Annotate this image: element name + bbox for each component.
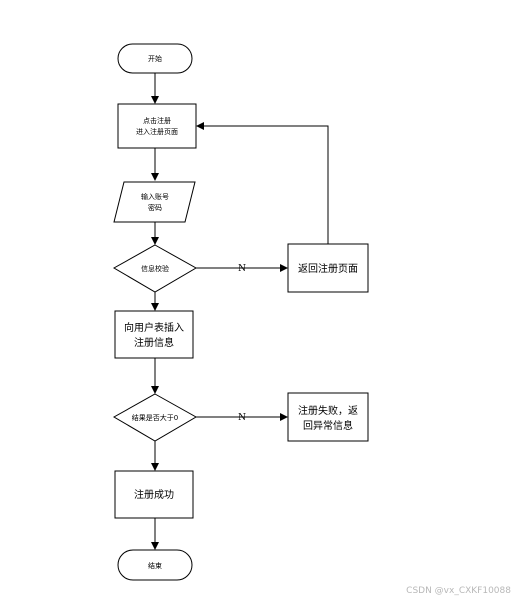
node-input-credentials: 输入账号 密码 <box>113 181 196 223</box>
node-register-success: 注册成功 <box>114 470 194 519</box>
node-register-fail-line1: 注册失败，返 <box>298 404 358 417</box>
node-register-fail: 注册失败，返 回异常信息 <box>287 392 369 442</box>
node-register-fail-line2: 回异常信息 <box>303 419 353 432</box>
node-start-label: 开始 <box>148 54 162 63</box>
node-check-result-label: 结果是否大于0 <box>132 413 178 422</box>
node-end-label: 结束 <box>148 561 162 570</box>
node-verify-info-label: 信息校验 <box>141 264 169 273</box>
edge-label-result-no: N <box>238 413 246 423</box>
node-verify-info: 信息校验 <box>112 244 198 293</box>
node-insert-user: 向用户表插入 注册信息 <box>114 310 194 359</box>
node-insert-user-line2: 注册信息 <box>134 336 174 349</box>
edge-return-to-click-register <box>196 122 329 244</box>
node-click-register-line1: 点击注册 <box>143 116 171 125</box>
node-return-register: 返回注册页面 <box>287 243 369 293</box>
node-input-credentials-line2: 密码 <box>148 203 162 212</box>
node-click-register: 点击注册 进入注册页面 <box>117 103 197 149</box>
node-check-result: 结果是否大于0 <box>112 393 198 442</box>
node-register-success-label: 注册成功 <box>134 488 174 501</box>
node-insert-user-line1: 向用户表插入 <box>124 321 184 334</box>
node-start: 开始 <box>117 43 193 74</box>
watermark-text: CSDN @vx_CXKF10088 <box>406 586 511 596</box>
node-input-credentials-line1: 输入账号 <box>141 192 169 201</box>
node-end: 结束 <box>117 549 193 581</box>
edge-label-verify-no: N <box>238 264 246 274</box>
node-return-register-label: 返回注册页面 <box>298 262 358 275</box>
node-click-register-line2: 进入注册页面 <box>136 127 178 136</box>
